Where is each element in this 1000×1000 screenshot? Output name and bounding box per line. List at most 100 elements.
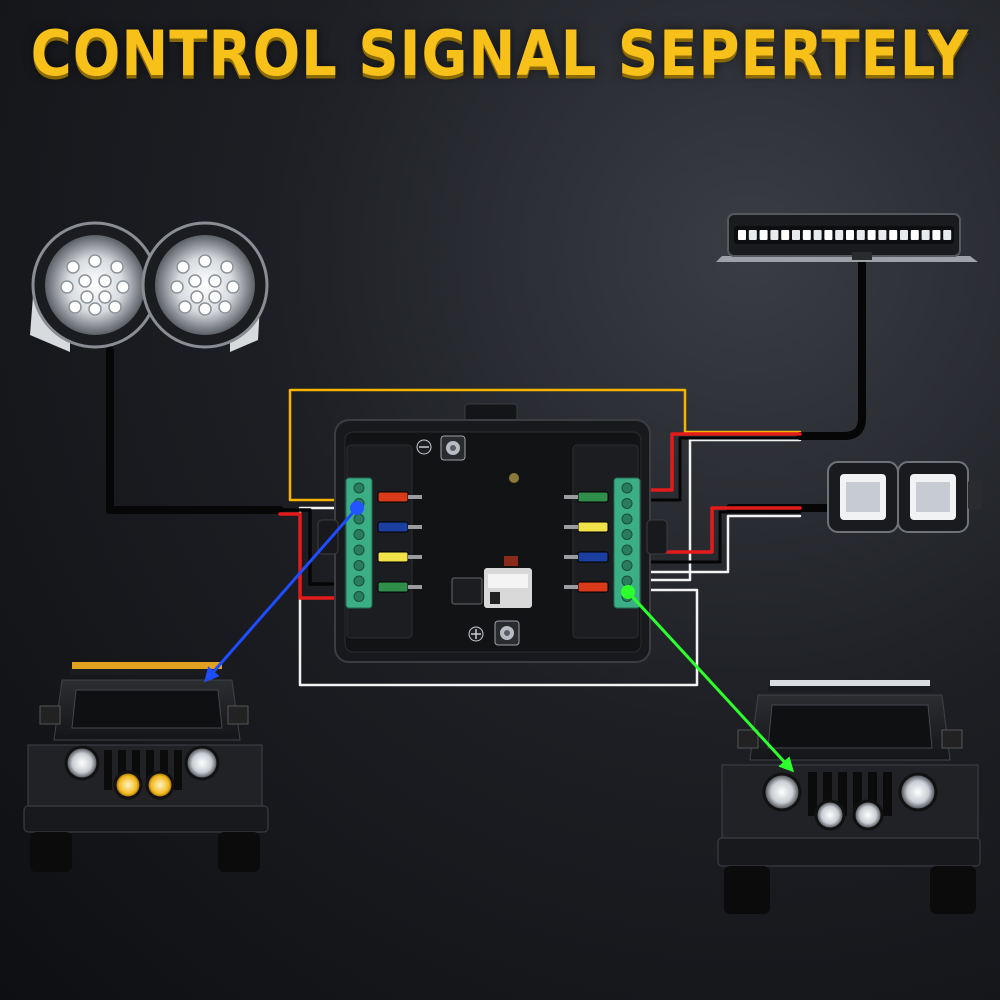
fuse-row-left (377, 491, 422, 593)
light-bar-led (759, 230, 768, 240)
blade-fuse (577, 521, 609, 533)
blade-fuse (377, 551, 409, 563)
led-chip (208, 274, 222, 288)
terminal-block (345, 477, 373, 609)
jeep-front-with-light-bar-and-cubes (717, 680, 981, 914)
blade-fuse (377, 581, 409, 593)
led-chip (88, 254, 102, 268)
led-chip (80, 290, 94, 304)
led-chip (78, 274, 92, 288)
led-chip (218, 300, 232, 314)
jeep-grille-right (808, 772, 892, 816)
terminal-screw (621, 529, 633, 540)
terminal-screw (353, 544, 365, 556)
led-cube-pod-pair (827, 461, 982, 533)
blade-fuse (377, 491, 409, 503)
blade-fuse (577, 551, 609, 563)
signal-arrows (204, 501, 795, 773)
terminal-screw (353, 529, 365, 540)
light-bar-led (900, 230, 908, 240)
led-chip (68, 300, 82, 314)
black-wire-cubes-2 (628, 510, 802, 564)
light-bar-led (770, 230, 779, 240)
light-bar-led (910, 230, 919, 240)
terminal-screw (353, 560, 365, 571)
single-row-led-light-bar (716, 213, 978, 262)
terminal-screw (353, 513, 365, 525)
round-led-spotlight-pair (30, 221, 269, 352)
green-arrow-to-right-jeep (626, 590, 795, 773)
terminal-screw (621, 482, 633, 494)
led-chip (226, 280, 240, 294)
fuse-contact (564, 495, 578, 499)
led-chip (108, 300, 122, 314)
led-chip (188, 274, 202, 288)
blue-arrow-to-left-jeep (204, 507, 359, 683)
light-bar-led (813, 230, 822, 240)
light-bar-led (889, 230, 898, 240)
light-bar-led (943, 230, 952, 240)
fuse-contact (408, 525, 422, 529)
terminal-strip-left (345, 477, 373, 609)
cube-pod-left (827, 461, 899, 533)
jeep-front-with-round-lights (23, 662, 269, 872)
led-chip (60, 280, 74, 294)
orange-signal-wire (288, 388, 802, 502)
fuse-contact (408, 585, 422, 589)
led-chip (220, 260, 234, 274)
red-wire-left (278, 512, 360, 600)
fuse-contact (564, 585, 578, 589)
terminal-screw (621, 544, 633, 556)
led-chip (98, 290, 112, 304)
round-spotlight-left (30, 221, 159, 352)
led-chip (116, 280, 130, 294)
wiring-harness (106, 254, 866, 687)
terminal-screw (353, 591, 365, 602)
white-wire-right (628, 438, 802, 582)
blade-fuse (577, 491, 609, 503)
terminal-screw (621, 513, 633, 525)
white-wire-cubes (628, 514, 802, 574)
cube-pod-right (897, 461, 982, 533)
light-bar-led (781, 230, 790, 240)
blue-signal-dot (350, 501, 364, 515)
light-bar-led (846, 230, 854, 240)
light-bar-led (856, 230, 865, 240)
light-bar-led (802, 230, 811, 240)
black-wire-light-bar-2 (628, 436, 802, 502)
relay-connector (451, 556, 532, 608)
light-bar-led (792, 230, 800, 240)
light-bar-led (824, 230, 833, 240)
terminal-screw (353, 575, 365, 587)
page-title: CONTROL SIGNAL SEPERTELY (30, 18, 970, 91)
led-chip (176, 260, 190, 274)
led-chips (60, 254, 240, 316)
led-chip (110, 260, 124, 274)
blade-fuse (377, 521, 409, 533)
red-wire-cubes (628, 506, 802, 554)
black-wire-light-bar (796, 254, 866, 440)
fuse-contact (564, 525, 578, 529)
terminal-screw (621, 498, 633, 509)
green-signal-dot (621, 585, 635, 599)
light-bar-led (738, 230, 746, 240)
led-chip (88, 302, 102, 316)
blade-fuse (577, 581, 609, 593)
fuse-contact (408, 555, 422, 559)
terminal-screw (621, 575, 633, 587)
light-bar-led (932, 230, 941, 240)
led-chip (170, 280, 184, 294)
fuse-contact (564, 555, 578, 559)
light-bar-leds (738, 230, 952, 240)
led-chip (198, 302, 212, 316)
light-bar-led (921, 230, 930, 240)
fuse-row-right (564, 491, 609, 593)
led-chip (178, 300, 192, 314)
led-chip (66, 260, 80, 274)
led-chip (198, 254, 212, 268)
led-chip (98, 274, 112, 288)
terminal-screw (353, 482, 365, 494)
led-chip (208, 290, 222, 304)
red-wire-light-bar (628, 432, 802, 492)
